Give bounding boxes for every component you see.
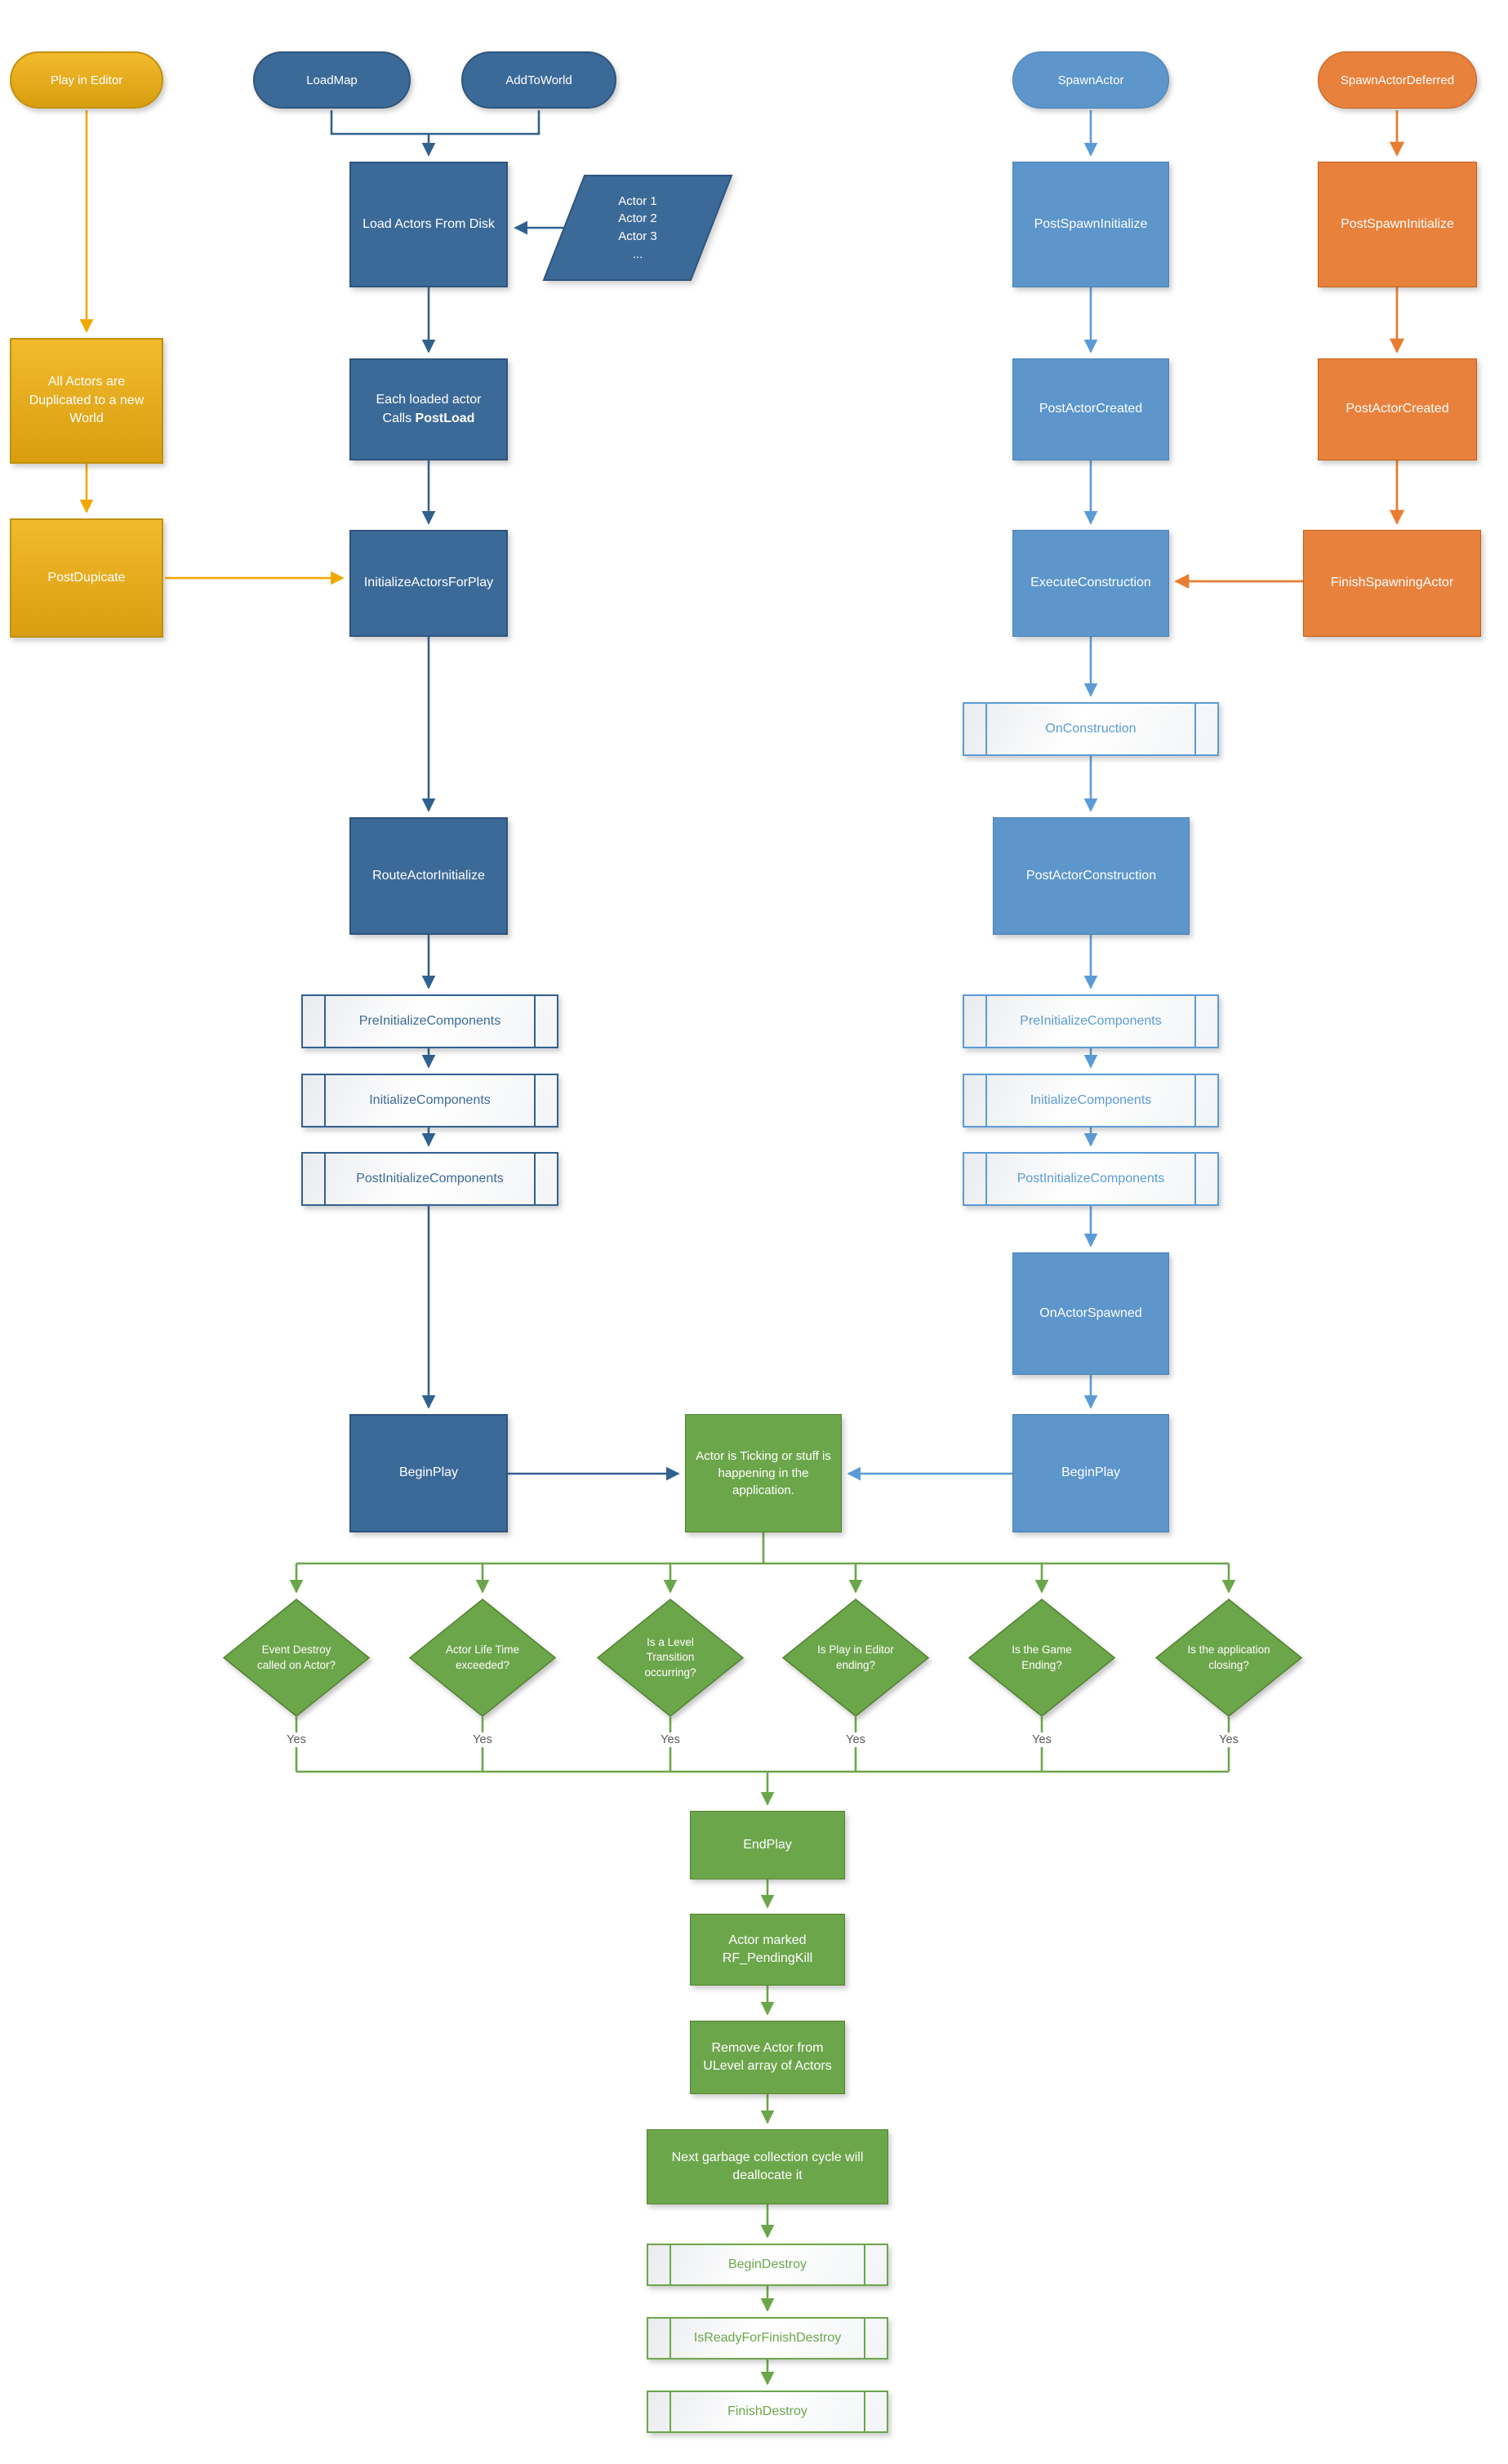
process-each-loaded-actor-postload: Each loaded actor Calls PostLoad	[349, 358, 508, 460]
process-all-actors-duplicated: All Actors are Duplicated to a new World	[10, 338, 163, 464]
process-route-actor-initialize: RouteActorInitialize	[349, 817, 508, 935]
process-end-play: EndPlay	[690, 1811, 845, 1879]
subroutine-is-ready-for-finish-destroy: IsReadyForFinishDestroy	[647, 2317, 888, 2359]
connectors-gold	[79, 110, 345, 585]
connectors-orange	[1174, 110, 1405, 589]
process-post-spawn-initialize-blue: PostSpawnInitialize	[1012, 162, 1169, 287]
terminator-load-map: LoadMap	[253, 51, 411, 109]
connectors-dark-blue	[330, 110, 680, 1481]
process-load-actors-from-disk: Load Actors From Disk	[349, 162, 508, 287]
diamond-shape	[223, 1599, 370, 1717]
subroutine-pre-initialize-components-left: PreInitializeComponents	[301, 994, 558, 1048]
subroutine-initialize-components-left: InitializeComponents	[301, 1074, 558, 1127]
process-begin-play-right: BeginPlay	[1012, 1414, 1169, 1532]
process-on-actor-spawned: OnActorSpawned	[1012, 1252, 1169, 1375]
diamond-shape	[597, 1599, 744, 1717]
yes-label: Yes	[1029, 1732, 1055, 1747]
process-remove-actor-from-ulevel: Remove Actor from ULevel array of Actors	[690, 2021, 845, 2094]
decision-level-transition: Is a Level Transition occurring?	[597, 1599, 744, 1717]
subroutine-initialize-components-right: InitializeComponents	[963, 1074, 1219, 1127]
decision-application-closing: Is the application closing?	[1155, 1599, 1302, 1717]
diamond-shape	[968, 1599, 1115, 1717]
yes-label: Yes	[657, 1732, 683, 1747]
process-post-actor-construction: PostActorConstruction	[993, 817, 1190, 935]
terminator-spawn-actor-deferred: SpawnActorDeferred	[1318, 51, 1477, 109]
subroutine-pre-initialize-components-right: PreInitializeComponents	[963, 994, 1219, 1048]
process-post-actor-created-blue: PostActorCreated	[1012, 358, 1169, 460]
process-actor-marked-pendingkill: Actor marked RF_PendingKill	[690, 1914, 845, 1986]
subroutine-post-initialize-components-right: PostInitializeComponents	[963, 1152, 1219, 1206]
yes-label: Yes	[1216, 1732, 1242, 1747]
process-post-actor-created-orange: PostActorCreated	[1318, 358, 1477, 460]
decision-actor-lifetime: Actor Life Time exceeded?	[409, 1599, 556, 1717]
yes-label: Yes	[469, 1732, 496, 1747]
process-begin-play-left: BeginPlay	[349, 1414, 508, 1532]
decision-event-destroy: Event Destroy called on Actor?	[223, 1599, 370, 1717]
process-post-spawn-initialize-orange: PostSpawnInitialize	[1318, 162, 1477, 287]
diamond-shape	[409, 1599, 556, 1717]
process-execute-construction: ExecuteConstruction	[1012, 530, 1169, 637]
connectors-green	[289, 1532, 1236, 2386]
subroutine-finish-destroy: FinishDestroy	[647, 2391, 888, 2433]
diamond-shape	[782, 1599, 929, 1717]
connectors-light-blue	[847, 110, 1098, 1481]
subroutine-begin-destroy: BeginDestroy	[647, 2244, 888, 2286]
process-post-dupicate: PostDupicate	[10, 518, 163, 638]
yes-label: Yes	[283, 1732, 309, 1747]
diamond-shape	[1155, 1599, 1302, 1717]
subroutine-post-initialize-components-left: PostInitializeComponents	[301, 1152, 558, 1206]
process-finish-spawning-actor: FinishSpawningActor	[1303, 530, 1481, 637]
terminator-add-to-world: AddToWorld	[461, 51, 616, 109]
yes-label: Yes	[843, 1732, 869, 1747]
process-initialize-actors-for-play: InitializeActorsForPlay	[349, 530, 508, 637]
state-actor-is-ticking: Actor is Ticking or stuff is happening i…	[685, 1414, 842, 1532]
parallelogram-shape	[542, 175, 733, 281]
actor-list-lines: Actor 1 Actor 2 Actor 3 ...	[618, 193, 657, 261]
terminator-spawn-actor: SpawnActor	[1012, 51, 1169, 109]
data-actor-list: Actor 1 Actor 2 Actor 3 ...	[540, 173, 735, 282]
decision-game-ending: Is the Game Ending?	[968, 1599, 1115, 1717]
decision-pie-ending: Is Play in Editor ending?	[782, 1599, 929, 1717]
process-garbage-collection: Next garbage collection cycle will deall…	[647, 2129, 888, 2204]
terminator-play-in-editor: Play in Editor	[10, 51, 163, 109]
subroutine-on-construction: OnConstruction	[963, 702, 1219, 756]
